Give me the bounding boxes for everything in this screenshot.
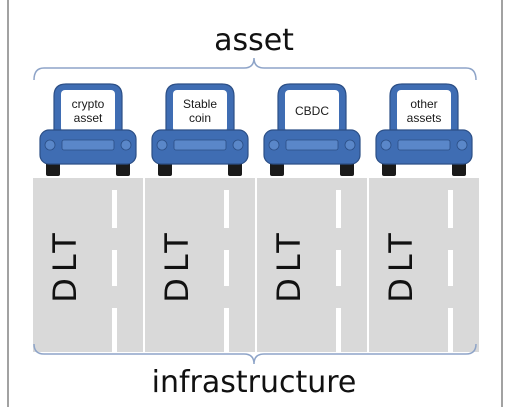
lane-marking [112,308,117,352]
car-label-line: asset [74,111,103,125]
road-label-dlt: DLT [270,227,308,303]
road-label-dlt: DLT [46,227,84,303]
top-label: asset [214,23,294,58]
lane-marking [224,308,229,352]
car-headlight-left [44,139,56,151]
car-windshield [285,90,339,132]
car-grille [173,139,227,151]
lane-marking [448,250,453,286]
road-lane [145,178,255,352]
road-lane [369,178,479,352]
car-headlight-right [344,139,356,151]
car-windshield [61,90,115,132]
car-headlight-right [232,139,244,151]
lane-marking [112,190,117,228]
bottom-label: infrastructure [152,365,357,400]
car-label-line: coin [189,111,211,125]
road-label-dlt: DLT [382,227,420,303]
bottom-bracket [33,343,477,365]
car-label-line: CBDC [295,104,329,118]
car-grille [397,139,451,151]
road-lane [33,178,143,352]
road-label-dlt: DLT [158,227,196,303]
road-lane [257,178,367,352]
car-headlight-right [120,139,132,151]
lane-marking [336,190,341,228]
lane-marking [448,308,453,352]
car-headlight-left [268,139,280,151]
car-headlight-left [156,139,168,151]
car-headlight-right [456,139,468,151]
lane-marking [112,250,117,286]
lane-marking [224,190,229,228]
lane-marking [336,308,341,352]
car-windshield [173,90,227,132]
car-grille [285,139,339,151]
lane-marking [224,250,229,286]
lane-marking [448,190,453,228]
top-bracket [33,57,477,81]
car-grille [61,139,115,151]
car-headlight-left [380,139,392,151]
car-label-line: other [410,97,437,111]
lane-marking [336,250,341,286]
car-windshield [397,90,451,132]
car-label-line: Stable [183,97,217,111]
lane-3: DLT CBDC [257,83,367,352]
car-label-line: assets [407,111,442,125]
car-label-line: crypto [72,97,105,111]
